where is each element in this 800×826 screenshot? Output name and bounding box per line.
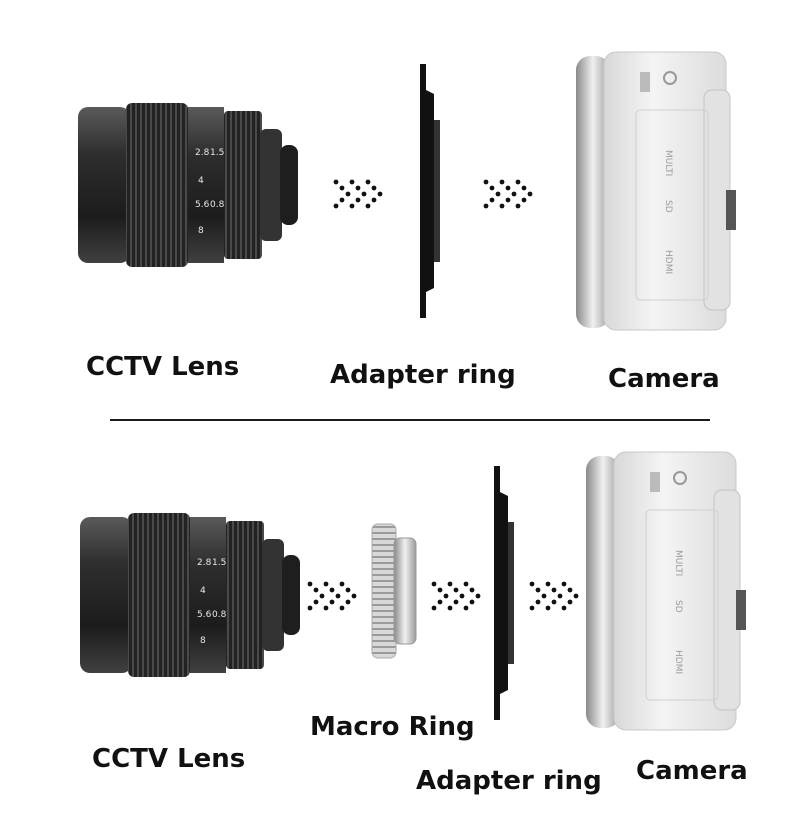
svg-text:0.8: 0.8 [212,610,227,620]
adapter-ring-icon [494,466,514,720]
svg-text:MULTI: MULTI [673,550,683,576]
svg-text:SD: SD [663,200,673,213]
chevron-arrow-icon [529,581,579,611]
camera-icon: MULTI SD HDMI [586,451,746,731]
svg-text:MULTI: MULTI [663,150,673,176]
svg-text:2.8: 2.8 [197,558,212,568]
bottom-macro-label: Macro Ring [310,712,475,742]
cctv-lens-icon: 2.8 4 5.6 8 1.5 0.8 [80,513,300,677]
chevron-arrow-icon [307,581,357,611]
top-lens-label: CCTV Lens [86,352,240,382]
section-divider [110,419,710,421]
cctv-lens-icon: 2.8 4 5.6 8 1.5 0.8 [78,103,298,267]
chevron-arrow-icon [431,581,481,611]
svg-text:4: 4 [200,586,206,596]
svg-text:1.5: 1.5 [212,558,226,568]
camera-icon: MULTI SD HDMI [576,51,736,331]
svg-text:HDMI: HDMI [663,250,673,274]
svg-text:HDMI: HDMI [673,650,683,674]
chevron-arrow-icon [483,179,533,209]
bottom-camera-label: Camera [636,756,748,786]
svg-text:0.8: 0.8 [210,200,225,210]
svg-text:8: 8 [198,226,204,236]
svg-text:2.8: 2.8 [195,148,210,158]
macro-ring-icon [371,523,417,659]
top-camera-label: Camera [608,364,720,394]
svg-text:5.6: 5.6 [195,200,210,210]
adapter-ring-icon [420,64,440,318]
chevron-arrow-icon [333,179,383,209]
top-adapter-label: Adapter ring [330,360,516,390]
bottom-adapter-label: Adapter ring [416,766,602,796]
bottom-lens-label: CCTV Lens [92,744,246,774]
svg-text:5.6: 5.6 [197,610,212,620]
svg-text:SD: SD [673,600,683,613]
svg-text:4: 4 [198,176,204,186]
svg-text:1.5: 1.5 [210,148,224,158]
svg-text:8: 8 [200,636,206,646]
